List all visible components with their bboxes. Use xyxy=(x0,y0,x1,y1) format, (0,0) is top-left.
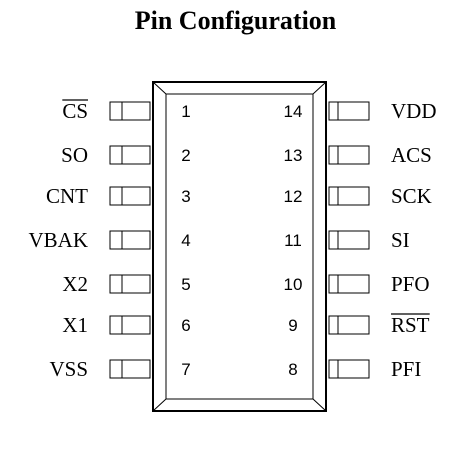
left-pin-name: CNT xyxy=(46,184,88,208)
right-pin-12: 12 SCK xyxy=(284,184,432,208)
right-pin-name: ACS xyxy=(391,143,432,167)
chip-bevel-bl xyxy=(152,398,167,412)
left-pin-number: 7 xyxy=(181,360,190,379)
left-pin-number: 3 xyxy=(181,187,190,206)
right-pin-lead xyxy=(328,274,370,294)
left-pin-4: 4 VBAK xyxy=(28,228,190,252)
right-pin-9: 9 RST xyxy=(288,313,430,337)
left-pin-1: 1 CS xyxy=(62,99,191,123)
right-pin-14: 14 VDD xyxy=(284,99,437,123)
left-pin-2: 2 SO xyxy=(61,143,191,167)
right-pin-number: 9 xyxy=(288,316,297,335)
left-pin-name: CS xyxy=(62,99,88,123)
right-pin-number: 13 xyxy=(284,146,303,165)
right-pin-lead xyxy=(328,230,370,250)
left-pin-lead xyxy=(109,315,151,335)
left-pin-number: 5 xyxy=(181,275,190,294)
right-pin-name: VDD xyxy=(391,99,437,123)
left-pin-name: VBAK xyxy=(28,228,88,252)
right-pin-13: 13 ACS xyxy=(284,143,432,167)
chip-bevel-tr xyxy=(312,81,327,95)
left-pin-3: 3 CNT xyxy=(46,184,191,208)
left-pin-number: 1 xyxy=(181,102,190,121)
left-pin-name: X2 xyxy=(62,272,88,296)
right-pin-name: PFO xyxy=(391,272,430,296)
right-pin-name: SCK xyxy=(391,184,432,208)
chip-body-inner xyxy=(165,93,314,400)
left-pin-lead xyxy=(109,101,151,121)
right-pin-name: SI xyxy=(391,228,410,252)
right-pin-number: 11 xyxy=(284,231,302,250)
right-pin-11: 11 SI xyxy=(284,228,410,252)
right-pin-lead xyxy=(328,145,370,165)
left-pin-7: 7 VSS xyxy=(49,357,190,381)
right-pin-number: 12 xyxy=(284,187,303,206)
right-pin-lead xyxy=(328,315,370,335)
left-pin-6: 6 X1 xyxy=(62,313,190,337)
chip-bevel-tl xyxy=(152,81,167,95)
left-pin-lead xyxy=(109,274,151,294)
left-pin-lead xyxy=(109,230,151,250)
right-pin-10: 10 PFO xyxy=(284,272,430,296)
chip-bevel-br xyxy=(312,398,327,412)
left-pin-name: X1 xyxy=(62,313,88,337)
left-pin-lead xyxy=(109,359,151,379)
left-pin-lead xyxy=(109,145,151,165)
right-pin-lead xyxy=(328,186,370,206)
left-pin-lead xyxy=(109,186,151,206)
right-pin-number: 10 xyxy=(284,275,303,294)
right-pin-8: 8 PFI xyxy=(288,357,421,381)
left-pin-name: VSS xyxy=(49,357,88,381)
left-pin-number: 4 xyxy=(181,231,190,250)
right-pin-number: 14 xyxy=(284,102,303,121)
left-pin-name: SO xyxy=(61,143,88,167)
left-pin-number: 6 xyxy=(181,316,190,335)
left-pin-number: 2 xyxy=(181,146,190,165)
left-pin-5: 5 X2 xyxy=(62,272,190,296)
right-pin-lead xyxy=(328,101,370,121)
right-pin-name: RST xyxy=(391,313,430,337)
diagram-title: Pin Configuration xyxy=(134,6,337,35)
right-pin-number: 8 xyxy=(288,360,297,379)
right-pin-lead xyxy=(328,359,370,379)
chip-body-outer xyxy=(152,81,327,412)
right-pin-name: PFI xyxy=(391,357,421,381)
